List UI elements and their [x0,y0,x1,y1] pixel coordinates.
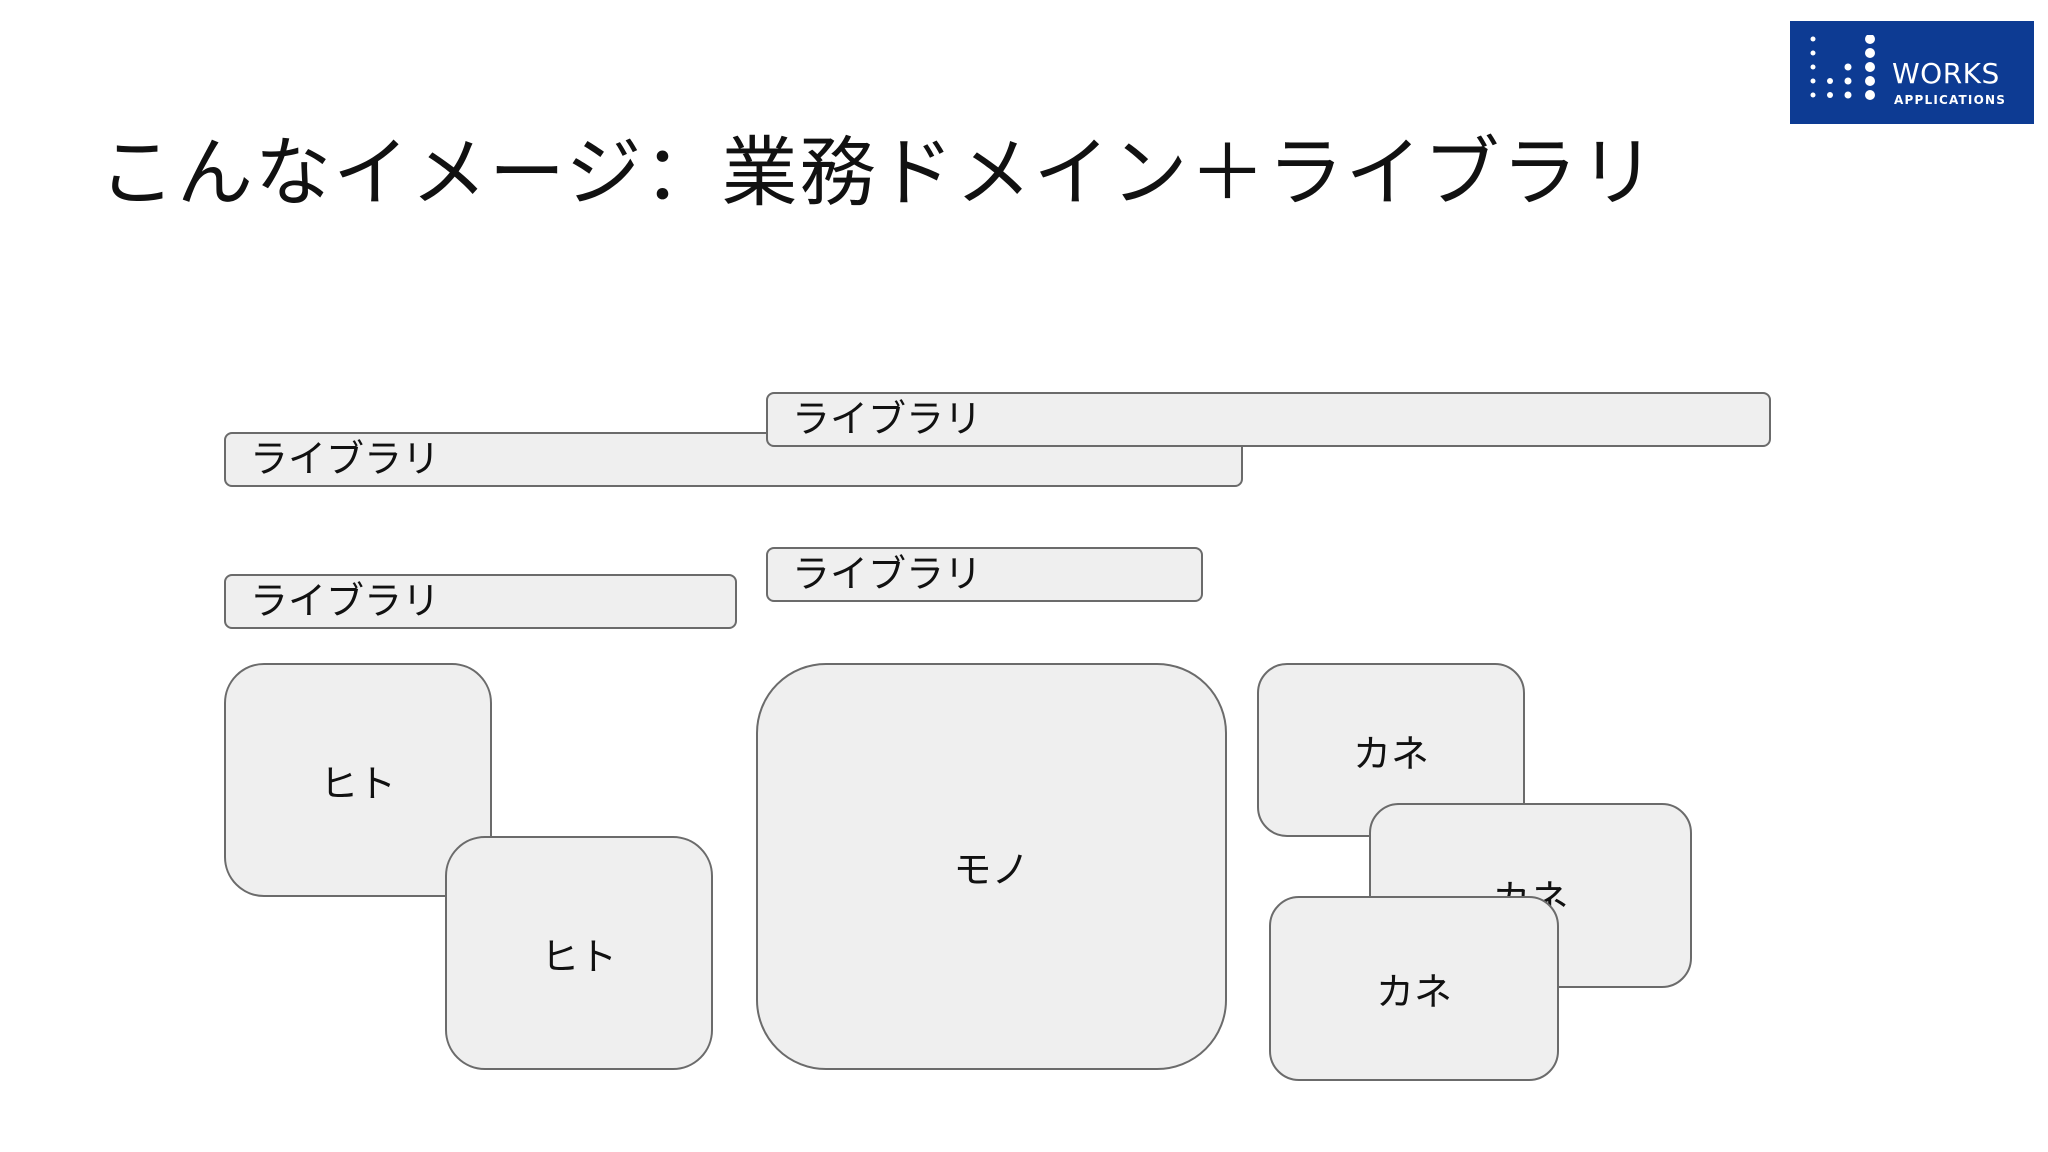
domain-box-hito: ヒト [445,836,713,1070]
domain-box-kane: カネ [1269,896,1559,1081]
dots-icon [1810,35,1875,100]
logo-name: WORKS [1892,57,2000,90]
works-applications-logo: WORKS APPLICATIONS [1790,21,2034,124]
logo-subtitle: APPLICATIONS [1894,93,2007,107]
domain-box-mono: モノ [756,663,1227,1070]
slide-title: こんなイメージ：業務ドメイン＋ライブラリ [99,128,1658,217]
library-bar: ライブラリ [224,574,737,629]
library-bar: ライブラリ [766,392,1771,447]
library-bar: ライブラリ [766,547,1203,602]
domain-box-hito: ヒト [224,663,492,897]
